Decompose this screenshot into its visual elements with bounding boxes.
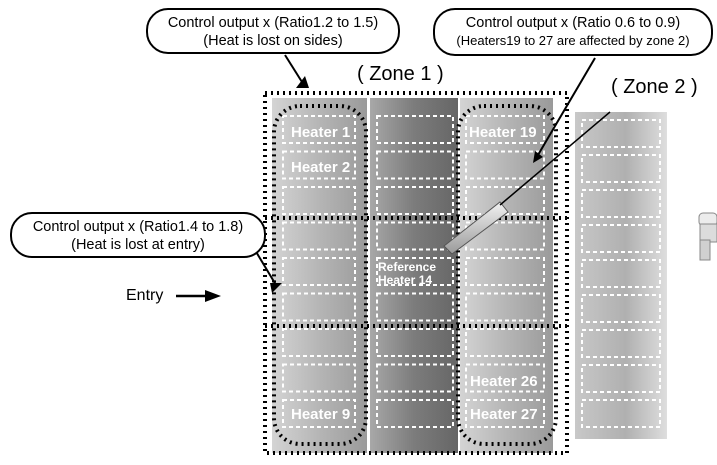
heater-slot <box>581 119 661 148</box>
entry-callout-pointer <box>254 249 277 286</box>
heater-slot <box>282 150 356 180</box>
heater-column-left <box>272 98 367 453</box>
heater-slot <box>581 154 661 183</box>
heater-slot <box>376 150 454 180</box>
heater-column-center <box>370 98 458 453</box>
heater-slot <box>581 224 661 253</box>
zone2-callout-line1: Control output x (Ratio 0.6 to 0.9) <box>465 15 681 31</box>
heater-slot <box>581 329 661 358</box>
heater-slot <box>465 150 545 180</box>
heater-slot <box>282 328 356 357</box>
heater-2-label: Heater 2 <box>291 159 350 176</box>
heater-slot <box>282 221 356 251</box>
sides-callout-line2: (Heat is lost on sides) <box>203 33 343 49</box>
heater-slot <box>465 363 545 393</box>
heater-slot <box>581 259 661 288</box>
side-heaters-group-left <box>272 104 368 446</box>
zone2-callout: Control output x (Ratio 0.6 to 0.9) (Hea… <box>433 8 713 56</box>
zone1-boundary <box>263 91 569 455</box>
zone2-callout-line2: (Heaters19 to 27 are affected by zone 2) <box>456 33 690 48</box>
reference-heater-label: Heater 14 <box>378 273 432 287</box>
thermocouple-probe-icon <box>443 201 509 255</box>
heater-26-label: Heater 26 <box>470 373 538 390</box>
thermocouple-wire <box>499 111 611 206</box>
reference-heater-label: Reference <box>378 260 436 274</box>
arrowhead-icon <box>270 283 282 293</box>
zone2-callout-pointer <box>537 57 596 156</box>
heater-slot <box>376 292 454 322</box>
heater-9-label: Heater 9 <box>291 406 350 423</box>
heater-slot <box>282 186 356 215</box>
sides-callout-line1: Control output x (Ratio1.2 to 1.5) <box>167 15 379 31</box>
heater-slot <box>282 292 356 322</box>
entry-callout-line1: Control output x (Ratio1.4 to 1.8) <box>32 219 244 235</box>
heater-slot <box>376 115 454 144</box>
heater-27-label: Heater 27 <box>470 406 538 423</box>
heater-slot <box>282 115 356 144</box>
entry-callout-line2: (Heat is lost at entry) <box>71 237 205 253</box>
heater-slot <box>581 364 661 393</box>
heater-19-label: Heater 19 <box>469 124 537 141</box>
arrowhead-icon <box>533 151 543 163</box>
heater-column-zone2 <box>575 112 667 439</box>
heater-1-label: Heater 1 <box>291 124 350 141</box>
heater-slot <box>376 221 454 251</box>
heater-slot <box>581 189 661 218</box>
entry-label: Entry <box>126 287 164 304</box>
arrow-right-icon <box>205 290 221 302</box>
heater-slot <box>282 399 356 428</box>
heater-slot <box>376 328 454 357</box>
heater-slot <box>376 257 454 286</box>
arrowhead-icon <box>296 76 309 88</box>
zone2-label: ( Zone 2 ) <box>611 76 698 98</box>
side-heaters-group-right <box>456 104 558 446</box>
zone1-label: ( Zone 1 ) <box>357 63 444 85</box>
heater-slot <box>376 186 454 215</box>
heater-slot <box>581 294 661 323</box>
heater-slot <box>376 363 454 393</box>
entry-callout: Control output x (Ratio1.4 to 1.8) (Heat… <box>10 212 266 258</box>
heater-slot <box>581 399 661 428</box>
sides-callout: Control output x (Ratio1.2 to 1.5) (Heat… <box>146 8 400 54</box>
heater-slot <box>465 328 545 357</box>
heater-slot <box>465 292 545 322</box>
heater-slot <box>282 257 356 286</box>
heater-slot <box>465 257 545 286</box>
side-device-icon <box>698 212 717 261</box>
heater-slot <box>465 115 545 144</box>
heater-slot <box>465 399 545 428</box>
heater-slot <box>376 399 454 428</box>
heater-slot <box>282 363 356 393</box>
sides-callout-pointer <box>284 54 303 83</box>
